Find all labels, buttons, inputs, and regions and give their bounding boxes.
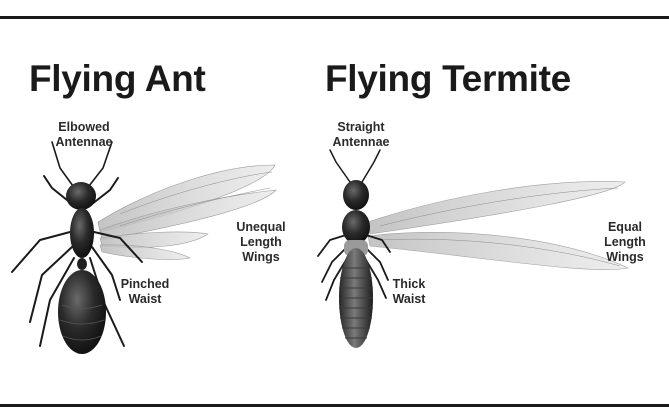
pinched-waist-label: Pinched Waist (112, 277, 178, 307)
ant-petiole (77, 258, 87, 270)
termite-head (343, 180, 369, 210)
ant-abdomen (58, 270, 106, 354)
straight-antennae-label: Straight Antennae (321, 120, 401, 150)
unequal-length-wings-label: Unequal Length Wings (228, 220, 294, 265)
termite-antennae (330, 150, 380, 182)
thick-waist-label: Thick Waist (382, 277, 436, 307)
elbowed-antennae-label: Elbowed Antennae (47, 120, 121, 150)
ant-thorax (70, 208, 94, 258)
termite-wings (368, 181, 628, 269)
termite-thorax (342, 210, 370, 244)
equal-length-wings-label: Equal Length Wings (594, 220, 656, 265)
ant-head (66, 182, 96, 210)
flying-termite (318, 150, 628, 348)
